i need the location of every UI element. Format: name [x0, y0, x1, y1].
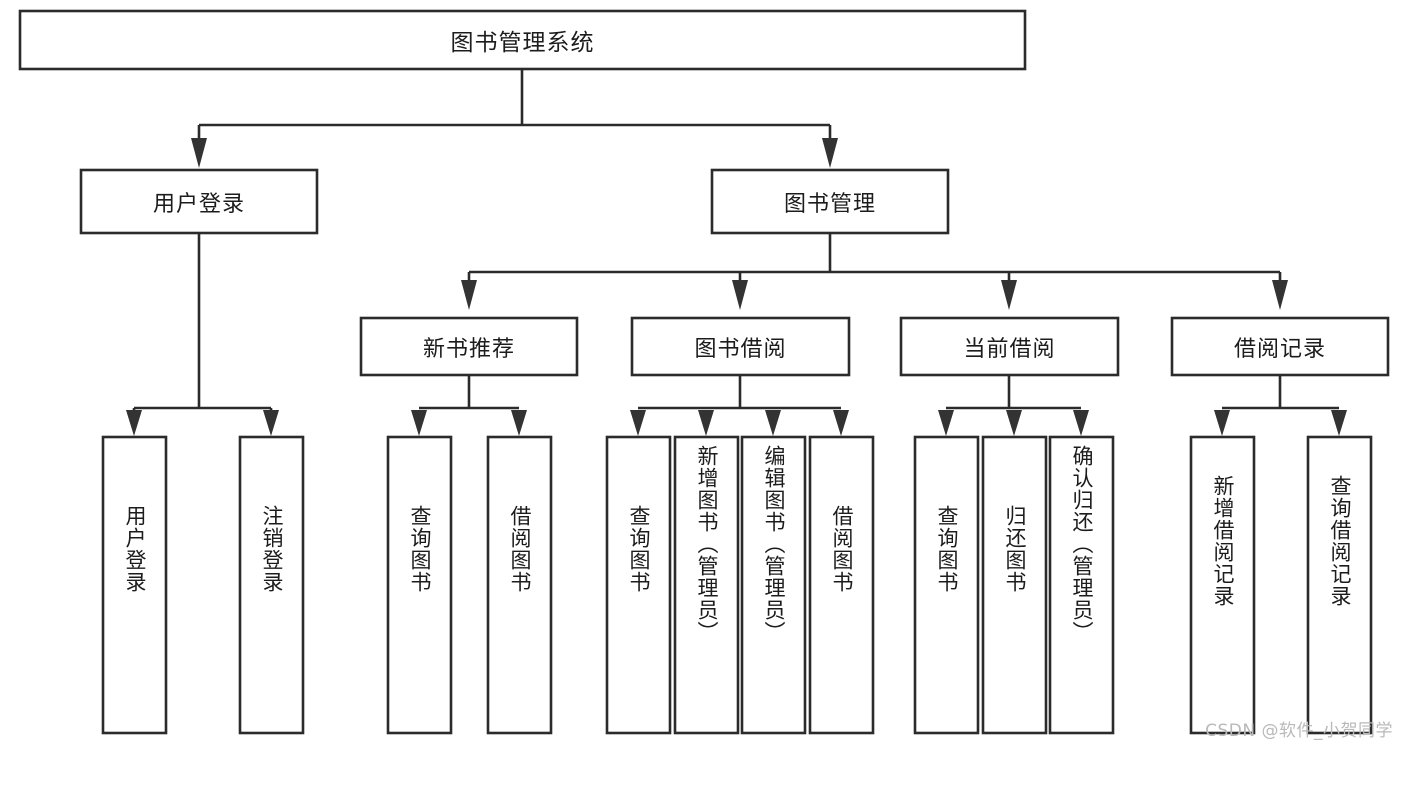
leaf-book-borrow-0[interactable]: [605, 435, 672, 735]
arrowhead-borrow-record: [1272, 280, 1288, 310]
connector-group-root: [191, 70, 838, 168]
arrowhead-nbr-leaf1: [511, 410, 527, 436]
connector-group-user-login: [126, 233, 279, 436]
leaf-book-borrow-3[interactable]: [808, 435, 875, 735]
arrowhead-bb-leaf0: [630, 410, 646, 436]
arrowhead-current-borrow: [1001, 280, 1017, 310]
leaf-user-login-1[interactable]: [238, 435, 305, 735]
node-current-borrow[interactable]: [899, 316, 1120, 377]
arrowhead-user-login: [191, 138, 207, 168]
connector-group-book-mgmt: [461, 233, 1288, 310]
node-book-borrow[interactable]: [630, 316, 851, 377]
connector-group-current-borrow: [938, 375, 1089, 436]
leaf-current-borrow-2[interactable]: [1048, 435, 1115, 735]
csdn-watermark: CSDN @软件_小贺同学: [1205, 721, 1393, 741]
leaf-current-borrow-0[interactable]: [913, 435, 980, 735]
arrowhead-bb-leaf2: [765, 410, 781, 436]
connector-group-new-book-recommend: [411, 375, 527, 436]
arrowhead-cb-leaf0: [938, 410, 954, 436]
arrowhead-br-leaf1: [1331, 410, 1347, 436]
diagram-svg: [18, 9, 1390, 735]
diagram-canvas: 图书管理系统 用户登录 图书管理 新书推荐 图书借阅 当前借阅 借阅记录 用户登…: [18, 9, 1393, 741]
arrowhead-bb-leaf1: [698, 410, 714, 436]
arrowhead-leaf-logout: [263, 410, 279, 436]
arrowhead-br-leaf0: [1214, 410, 1230, 436]
arrowhead-book-borrow: [732, 280, 748, 310]
leaf-book-borrow-1[interactable]: [673, 435, 740, 735]
arrowhead-cb-leaf1: [1006, 410, 1022, 436]
leaf-borrow-record-0[interactable]: [1189, 435, 1256, 735]
leaf-new-book-recommend-0[interactable]: [386, 435, 453, 735]
node-user-login[interactable]: [79, 168, 319, 235]
leaf-borrow-record-1[interactable]: [1306, 435, 1373, 735]
node-book-management[interactable]: [710, 168, 950, 235]
node-new-book-recommend[interactable]: [359, 316, 579, 377]
arrowhead-leaf-user-login: [126, 410, 142, 436]
leaf-book-borrow-2[interactable]: [740, 435, 807, 735]
arrowhead-new-book-recommend: [461, 280, 477, 310]
leaf-new-book-recommend-1[interactable]: [486, 435, 553, 735]
arrowhead-nbr-leaf0: [411, 410, 427, 436]
arrowhead-cb-leaf2: [1073, 410, 1089, 436]
arrowhead-bb-leaf3: [833, 410, 849, 436]
connector-group-book-borrow: [630, 375, 849, 436]
node-borrow-record[interactable]: [1170, 316, 1390, 377]
connector-group-borrow-record: [1214, 375, 1347, 436]
leaf-user-login-0[interactable]: [101, 435, 168, 735]
leaf-current-borrow-1[interactable]: [981, 435, 1048, 735]
node-root[interactable]: [18, 9, 1027, 71]
arrowhead-book-mgmt: [822, 138, 838, 168]
